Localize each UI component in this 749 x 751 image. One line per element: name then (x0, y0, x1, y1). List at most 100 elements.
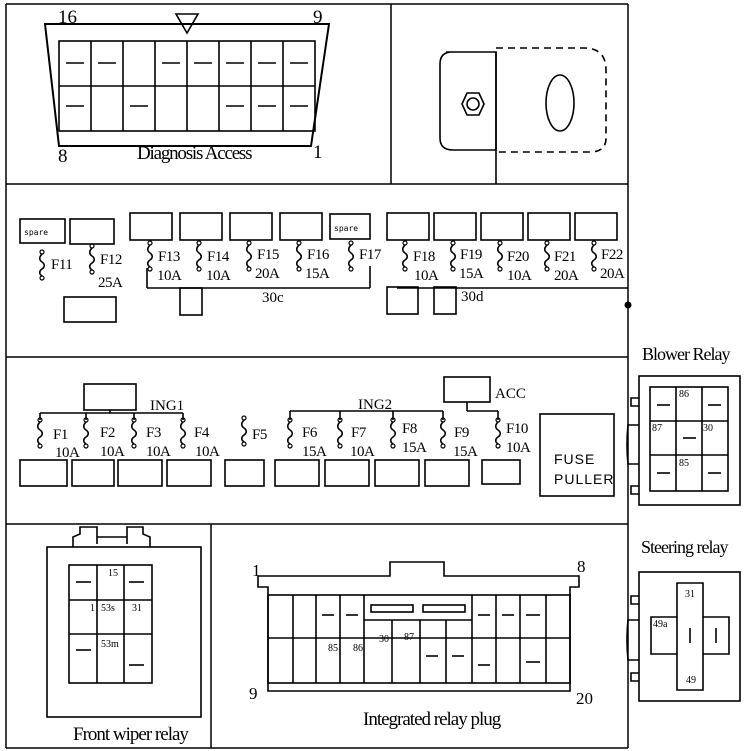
mount-bracket (439, 47, 607, 184)
fuse-id-label: F2 (100, 425, 115, 441)
relay-pin-label: 53s (101, 603, 115, 614)
fuse-id-label: F15 (257, 247, 279, 263)
fuse-puller-slot (539, 413, 615, 497)
fuse-id-label: F6 (302, 425, 318, 441)
fuse-rating-label: 25A (98, 275, 123, 291)
fuse-symbol-icon (543, 240, 551, 272)
fuse-id-label: F13 (158, 249, 180, 265)
fuse-symbol-icon (295, 240, 303, 272)
fuse-symbol-icon (496, 240, 504, 272)
plug-pin-20: 20 (576, 689, 593, 708)
diag-pin-16: 16 (58, 7, 77, 28)
fuse-id-label: F22 (601, 247, 623, 263)
fuse-symbol-icon (494, 417, 502, 449)
fuse-rating-label: 20A (255, 266, 280, 282)
fuse-symbol-icon (88, 243, 96, 275)
front-wiper-relay: 15 1 53s 31 53m Front wiper relay (46, 526, 202, 745)
fuse-rating-label: 10A (100, 444, 125, 460)
fuse-rating-label: 20A (600, 266, 625, 282)
fuse-rating-label: 15A (305, 266, 330, 282)
fuse-rating-label: 10A (507, 268, 532, 284)
fuse-id-label: F11 (51, 257, 72, 273)
fuse-symbol-icon (449, 240, 457, 272)
fuse-id-label: F18 (413, 249, 435, 265)
fuse-rating-label: 20A (554, 268, 579, 284)
fuse-id-label: F19 (460, 247, 482, 263)
plug-terminal-label: 30 (379, 634, 389, 645)
fuse-id-label: F1 (53, 427, 68, 443)
integrated-relay-plug-label: Integrated relay plug (363, 709, 502, 730)
bus-ign1-label: ING1 (150, 398, 184, 414)
bus-acc-label: ACC (495, 386, 526, 402)
plug-terminal-label: 87 (404, 632, 414, 643)
steering-relay: 31 49a 49 Steering relay (626, 537, 741, 702)
bus-30d-label: 30d (461, 289, 484, 305)
relay-pin-label: 31 (132, 603, 142, 614)
fuse-id-label: F21 (554, 249, 576, 265)
diag-pin-1: 1 (313, 142, 323, 163)
fuse-id-label: F12 (100, 252, 122, 268)
relay-pin-label: 31 (685, 589, 695, 600)
spare-slot-label: spare (334, 224, 358, 233)
mount-slot-icon (545, 74, 575, 132)
fuse-id-label: F16 (307, 247, 330, 263)
fuse-symbol-icon (240, 415, 248, 447)
fuse-symbol-icon (146, 240, 154, 272)
relay-pin-label: 49 (686, 675, 696, 686)
fuse-rating-label: 10A (350, 444, 375, 460)
blower-relay-label: Blower Relay (642, 344, 730, 364)
fuse-rating-label: 10A (55, 445, 80, 461)
fuse-puller-label: PULLER (554, 471, 614, 487)
fuse-symbol-icon (179, 417, 187, 449)
plug-pin-1: 1 (252, 561, 261, 580)
fuse-rating-label: 10A (146, 444, 171, 460)
fuse-id-label: F20 (507, 249, 529, 265)
fuse-id-label: F3 (146, 425, 161, 441)
fuse-id-label: F8 (402, 421, 417, 437)
diag-pin-9: 9 (313, 7, 323, 28)
fuse-rating-label: 15A (402, 440, 427, 456)
fuse-id-label: F7 (351, 425, 367, 441)
fuse-symbol-icon (82, 417, 90, 449)
diagnosis-access-label: Diagnosis Access (137, 143, 252, 164)
relay-pin-label: 86 (679, 389, 689, 400)
fuse-rating-label: 15A (453, 444, 478, 460)
blower-relay: 86 87 30 85 Blower Relay (626, 344, 741, 506)
fuse-symbol-icon (38, 249, 46, 281)
relay-pin-label: 85 (679, 458, 689, 469)
relay-pin-label: 15 (108, 568, 118, 579)
relay-pin-label: 30 (703, 423, 713, 434)
fuse-symbol-icon (389, 417, 397, 449)
front-wiper-relay-label: Front wiper relay (73, 724, 189, 745)
fuse-id-label: F10 (506, 421, 528, 437)
diag-pin-8: 8 (58, 146, 68, 167)
lower-fuse-row: ING1 ING2 ACC F1 10A F2 10A F3 10A F4 10… (19, 376, 615, 497)
key-triangle-icon (174, 13, 200, 35)
relay-pin-marker: 1 (90, 603, 95, 614)
fuse-symbol-icon (336, 417, 344, 449)
ground-point-icon (624, 301, 632, 309)
plug-pin-8: 8 (577, 557, 586, 576)
plug-terminal-label: 86 (353, 643, 363, 654)
fuse-rating-label: 10A (157, 268, 182, 284)
steering-relay-label: Steering relay (641, 537, 728, 557)
fuse-rating-label: 15A (302, 444, 327, 460)
integrated-relay-plug: 1 8 9 20 30 87 85 86 Integrated relay pl… (249, 557, 593, 730)
fuse-symbol-icon (286, 417, 294, 449)
relay-pin-label: 49a (653, 619, 668, 630)
fuse-id-label: F17 (359, 247, 382, 263)
fuse-symbol-icon (590, 240, 598, 272)
outer-frame (5, 3, 629, 749)
relay-pin-label: 87 (652, 423, 662, 434)
relay-pin-label: 53m (101, 639, 119, 650)
fuse-symbol-icon (36, 417, 44, 449)
plug-pin-9: 9 (249, 684, 258, 703)
fuse-id-label: F4 (194, 425, 210, 441)
bus-30c-label: 30c (262, 290, 284, 306)
fuse-symbol-icon (130, 417, 138, 449)
upper-fuse-row: spare spare 30c 30d F11 F12 25A F13 (19, 212, 632, 323)
fuse-id-label: F9 (454, 425, 469, 441)
bolt-hex-icon (461, 92, 485, 116)
fuse-symbol-icon (347, 240, 355, 272)
